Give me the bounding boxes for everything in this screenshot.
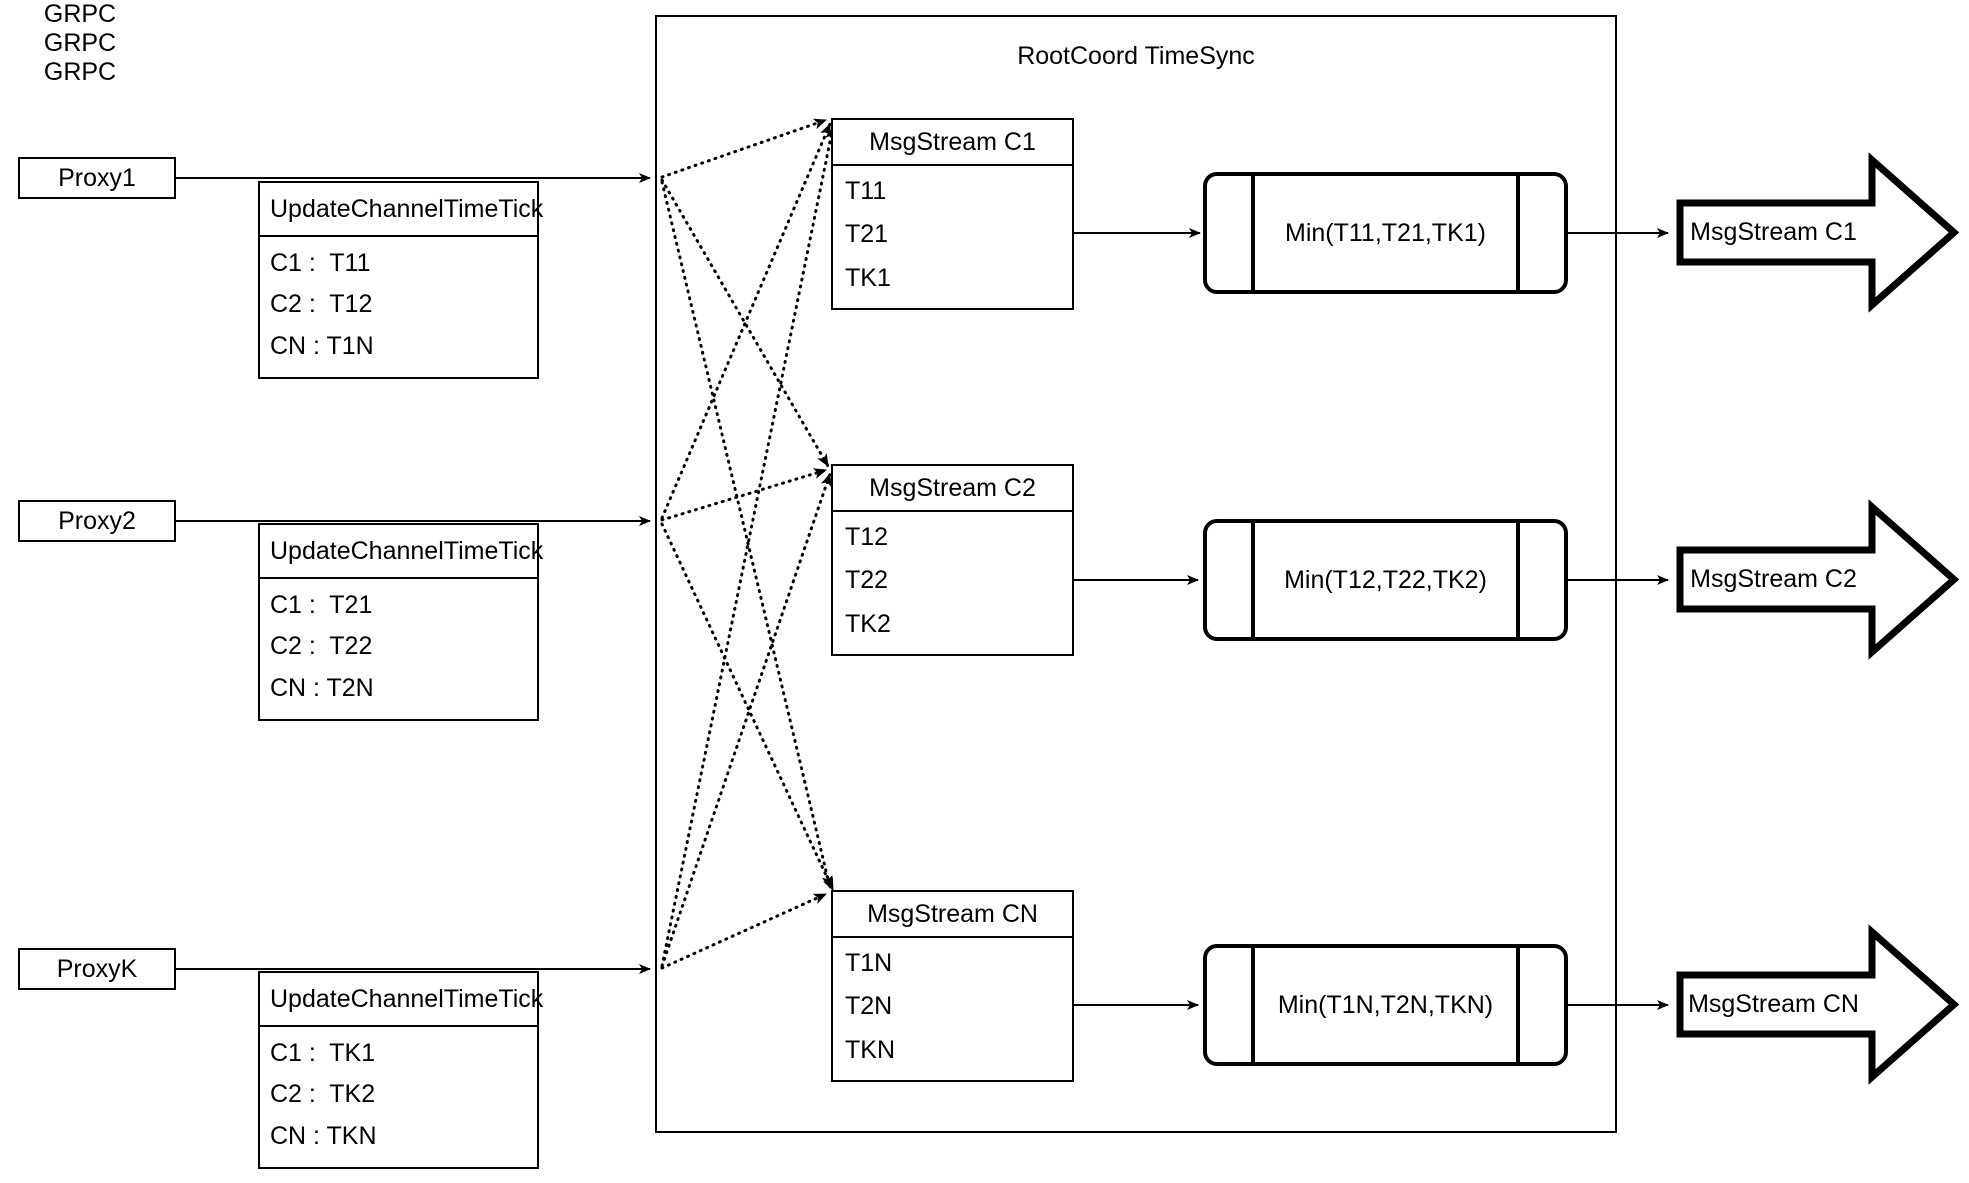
uct-row: C2 : TK2 — [270, 1080, 376, 1109]
output-block-arrow-c1: MsgStream C1 — [1676, 150, 1961, 315]
proxy-label: Proxy1 — [58, 163, 136, 192]
msgstream-rows: T1N T2N TKN — [833, 938, 1072, 1080]
msgstream-row: TK1 — [845, 263, 891, 292]
output-block-arrow-cn: MsgStream CN — [1676, 922, 1961, 1087]
output-label: MsgStream C2 — [1690, 565, 1857, 593]
proxy-box-k[interactable]: ProxyK — [18, 948, 176, 990]
msgstream-row: T22 — [845, 566, 889, 595]
block-arrow-shape — [1676, 152, 1960, 313]
grpc-label-2: GRPC — [43, 29, 117, 57]
uct-row: CN : T1N — [270, 331, 374, 360]
uct-row: CN : T2N — [270, 673, 374, 702]
min-label: Min(T12,T22,TK2) — [1284, 565, 1487, 594]
uct-row: C1 : T11 — [270, 249, 371, 278]
update-channel-timetick-box-1: UpdateChannelTimeTick C1 : T11 C2 : T12 … — [258, 181, 543, 379]
proxy-label: Proxy2 — [58, 506, 136, 535]
msgstream-box-c2: MsgStream C2 T12 T22 TK2 — [831, 464, 1074, 656]
uct-title: UpdateChannelTimeTick — [260, 525, 543, 579]
update-channel-timetick-box-2: UpdateChannelTimeTick C1 : T21 C2 : T22 … — [258, 523, 543, 721]
msgstream-rows: T12 T22 TK2 — [833, 512, 1072, 654]
update-channel-timetick-box-k: UpdateChannelTimeTick C1 : TK1 C2 : TK2 … — [258, 971, 543, 1169]
uct-row: C2 : T12 — [270, 290, 373, 319]
uct-title: UpdateChannelTimeTick — [260, 183, 543, 237]
output-label: MsgStream CN — [1688, 990, 1859, 1018]
msgstream-row: T12 — [845, 523, 889, 552]
proxy-box-2[interactable]: Proxy2 — [18, 500, 176, 542]
uct-rows: C1 : T11 C2 : T12 CN : T1N — [260, 237, 537, 377]
msgstream-box-c1: MsgStream C1 T11 T21 TK1 — [831, 118, 1074, 310]
msgstream-box-cn: MsgStream CN T1N T2N TKN — [831, 890, 1074, 1082]
uct-rows: C1 : TK1 C2 : TK2 CN : TKN — [260, 1027, 537, 1167]
msgstream-row: TKN — [845, 1035, 895, 1064]
output-label: MsgStream C1 — [1690, 218, 1857, 246]
block-arrow-shape — [1676, 499, 1960, 660]
uct-row: C1 : TK1 — [270, 1039, 376, 1068]
min-process-box-c1: Min(T11,T21,TK1) — [1203, 172, 1568, 294]
min-process-box-c2: Min(T12,T22,TK2) — [1203, 519, 1568, 641]
msgstream-row: T2N — [845, 992, 893, 1021]
min-label: Min(T1N,T2N,TKN) — [1277, 990, 1494, 1019]
msgstream-row: T21 — [845, 220, 889, 249]
msgstream-title: MsgStream CN — [833, 892, 1072, 938]
block-arrow-shape — [1676, 924, 1960, 1085]
grpc-label-1: GRPC — [43, 0, 117, 28]
uct-row: CN : TKN — [270, 1121, 377, 1150]
msgstream-title: MsgStream C1 — [833, 120, 1072, 166]
grpc-label-k: GRPC — [43, 58, 117, 86]
uct-row: C1 : T21 — [270, 591, 373, 620]
msgstream-title: MsgStream C2 — [833, 466, 1072, 512]
min-label: Min(T11,T21,TK1) — [1285, 218, 1486, 247]
uct-title: UpdateChannelTimeTick — [260, 973, 543, 1027]
min-process-box-cn: Min(T1N,T2N,TKN) — [1203, 944, 1568, 1066]
proxy-box-1[interactable]: Proxy1 — [18, 157, 176, 199]
msgstream-row: T11 — [845, 177, 887, 206]
msgstream-rows: T11 T21 TK1 — [833, 166, 1072, 308]
msgstream-row: T1N — [845, 949, 893, 978]
msgstream-row: TK2 — [845, 609, 891, 638]
output-block-arrow-c2: MsgStream C2 — [1676, 497, 1961, 662]
uct-rows: C1 : T21 C2 : T22 CN : T2N — [260, 579, 537, 719]
proxy-label: ProxyK — [56, 954, 138, 983]
rootcoord-timesync-title: RootCoord TimeSync — [1017, 42, 1255, 70]
uct-row: C2 : T22 — [270, 632, 373, 661]
rootcoord-timesync-container — [655, 15, 1617, 1133]
